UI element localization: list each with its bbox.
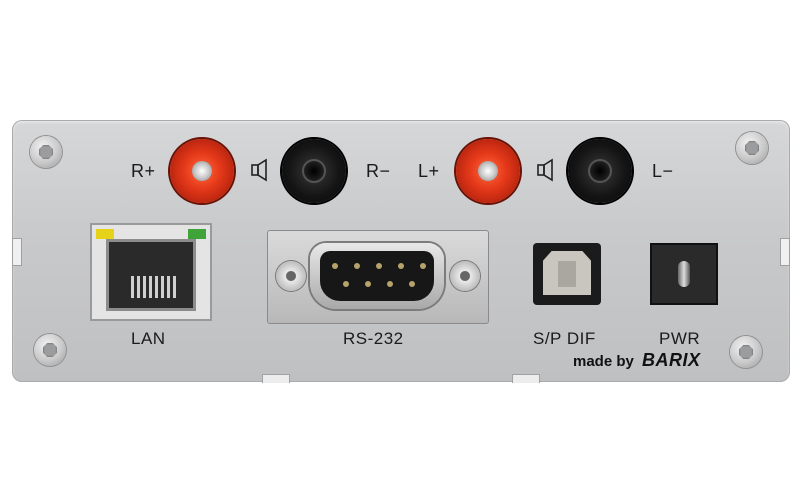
binding-post-r-minus[interactable] <box>282 139 346 203</box>
screw-top-right-icon <box>736 132 768 164</box>
label-pwr: PWR <box>659 329 701 348</box>
power-pin <box>678 261 690 287</box>
screw-bottom-left-icon <box>34 334 66 366</box>
pin <box>332 263 338 269</box>
rj45-jack <box>106 239 196 311</box>
pin <box>343 281 349 287</box>
dsub-shell <box>310 243 444 309</box>
power-jack[interactable] <box>650 243 718 305</box>
binding-post-l-minus[interactable] <box>568 139 632 203</box>
label-spdif: S/P DIF <box>533 329 596 348</box>
lan-led-green <box>188 229 206 239</box>
lan-led-yellow <box>96 229 114 239</box>
pin <box>376 263 382 269</box>
rj45-pins <box>131 276 177 298</box>
label-r-plus: R+ <box>131 161 156 181</box>
spdif-port[interactable] <box>533 243 601 305</box>
pin <box>420 263 426 269</box>
brand-text: made by BARIX <box>573 350 701 371</box>
lan-port[interactable] <box>90 223 212 321</box>
label-l-plus: L+ <box>418 161 440 181</box>
optical-shutter <box>543 251 591 295</box>
rs232-nut-left <box>276 261 306 291</box>
right-notch <box>780 238 790 266</box>
brand-made-by: made by <box>573 353 634 370</box>
label-lan: LAN <box>131 329 166 348</box>
bottom-slot-right <box>512 374 540 383</box>
rs232-port[interactable] <box>267 230 489 324</box>
label-rs232: RS-232 <box>343 329 404 348</box>
label-r-minus: R− <box>366 161 391 181</box>
rs232-nut-right <box>450 261 480 291</box>
speaker-icon <box>251 158 267 182</box>
bottom-slot-left <box>262 374 290 383</box>
pin <box>387 281 393 287</box>
pin <box>398 263 404 269</box>
screw-bottom-right-icon <box>730 336 762 368</box>
speaker-icon <box>537 158 553 182</box>
screw-top-left-icon <box>30 136 62 168</box>
pin <box>354 263 360 269</box>
label-l-minus: L− <box>652 161 674 181</box>
brand-logo: BARIX <box>642 350 701 370</box>
left-notch <box>12 238 22 266</box>
dsub-inner <box>320 251 434 301</box>
binding-post-l-plus[interactable] <box>456 139 520 203</box>
binding-post-r-plus[interactable] <box>170 139 234 203</box>
pin <box>365 281 371 287</box>
pin <box>409 281 415 287</box>
